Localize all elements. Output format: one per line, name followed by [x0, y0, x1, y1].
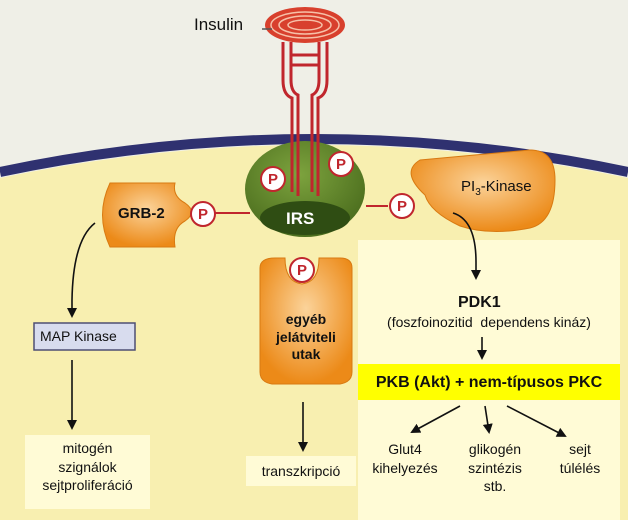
other-pathways-label: egyéb jelátviteli utak — [268, 311, 344, 364]
pi3-subscript: 3 — [475, 187, 481, 198]
map-kinase-label: MAP Kinase — [40, 328, 117, 344]
pdk1-label: PDK1 — [458, 294, 501, 311]
irs-core — [260, 201, 350, 235]
insulin-receptor — [281, 42, 329, 178]
survival-label: sejt túlélés — [545, 440, 615, 477]
pdk1-full-name: (foszfoinozitid dependens kináz) — [387, 314, 591, 330]
grb2-label: GRB-2 — [118, 205, 165, 222]
pi3-suffix: -Kinase — [480, 178, 532, 195]
phospho-badge-pi3k: P — [389, 193, 415, 219]
phospho-badge-pathways: P — [289, 257, 315, 283]
other-pathways-line-3: utak — [291, 346, 321, 362]
mitogen-line-2: szignálok — [58, 458, 117, 475]
arrow-pkb-to-glycogen — [482, 405, 493, 434]
survival-line-2: túlélés — [559, 459, 601, 476]
insulin-molecule — [265, 7, 345, 43]
pkb-label: PKB (Akt) + nem-típusos PKC — [375, 374, 603, 391]
irs-label: IRS — [286, 209, 315, 228]
pkb-highlight — [358, 364, 620, 400]
pi3-kinase-label: PI3-Kinase — [461, 178, 532, 200]
phospho-badge-irs-right: P — [328, 151, 354, 177]
other-pathways-line-1: egyéb — [285, 311, 327, 327]
mitogen-line-3: sejtproliferáció — [42, 477, 133, 494]
glut4-line-2: kihelyezés — [372, 459, 438, 476]
insulin-label: Insulin — [194, 15, 244, 34]
phospho-badge-grb2: P — [190, 201, 216, 227]
glycogen-label: glikogén szintézis stb. — [455, 440, 535, 496]
arrow-pi3k-to-pdk1 — [452, 212, 481, 280]
mitogen-label: mitogén szignálok sejtproliferáció — [25, 439, 150, 495]
other-pathways-line-2: jelátviteli — [276, 328, 336, 345]
glut4-label: Glut4 kihelyezés — [365, 440, 445, 477]
pi3-prefix: PI — [461, 178, 476, 195]
glycogen-line-3: stb. — [483, 478, 507, 495]
irs-receptor-overlay — [290, 140, 320, 196]
pi3-kinase-protein — [410, 149, 556, 233]
phospho-badge-irs-left: P — [260, 166, 286, 192]
transcription-label: transzkripció — [261, 463, 341, 479]
glycogen-line-1: glikogén — [468, 441, 522, 457]
mitogen-box — [25, 435, 150, 509]
grb2-protein — [102, 182, 192, 248]
survival-line-1: sejt — [569, 441, 591, 457]
other-pathways-box — [259, 257, 353, 385]
arrow-grb2-to-mapk — [67, 222, 96, 318]
transcription-box — [246, 456, 356, 486]
arrow-pkb-to-glut4 — [410, 405, 461, 433]
glycogen-line-2: szintézis — [468, 459, 522, 476]
glut4-line-1: Glut4 — [388, 441, 422, 457]
mitogen-line-1: mitogén — [62, 440, 113, 456]
arrow-pkb-to-survival — [506, 405, 567, 437]
map-kinase-box — [33, 322, 136, 351]
